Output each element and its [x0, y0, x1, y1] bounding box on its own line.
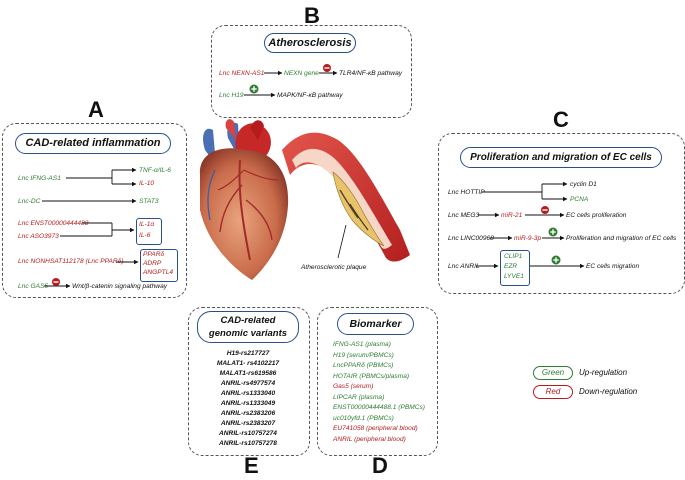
- variant-item: ANRIL-rs1333040: [220, 390, 276, 397]
- variant-item: ANRIL-rs1333049: [220, 400, 276, 407]
- biomarker-item: EU741058 (peripheral blood): [333, 425, 418, 432]
- il6: IL-6: [139, 232, 151, 239]
- legend-down: Down-regulation: [579, 387, 638, 396]
- legend-red-swatch: Red: [533, 385, 573, 399]
- label-a: A: [88, 97, 104, 122]
- plaque-pointer: [337, 224, 347, 259]
- biomarker-item: LIPCAR (plasma): [333, 393, 385, 401]
- lnc-anril: Lnc ANRIL: [448, 263, 480, 270]
- label-e: E: [244, 453, 259, 478]
- lnc-gas5: Lnc GAS5: [18, 283, 49, 290]
- lnc-hottip: Lnc HOTTIP: [448, 189, 485, 196]
- il-box: [136, 218, 162, 245]
- ppard-box: [140, 249, 178, 282]
- biomarker-item: IFNG-AS1 (plasma): [333, 341, 391, 348]
- lnc-dc: Lnc-DC: [18, 198, 41, 205]
- stat3: STAT3: [139, 198, 159, 205]
- nexn-gene: NEXN gene: [284, 70, 319, 77]
- angptl4: ANGPTL4: [143, 269, 174, 276]
- adrp: ADRP: [143, 260, 162, 267]
- legend-up: Up-regulation: [579, 368, 628, 377]
- wnt-pathway: Wnt/β-catenin signaling pathway: [72, 283, 168, 290]
- label-c: C: [553, 107, 569, 132]
- variant-item: ANRIL-rs2383206: [220, 410, 276, 417]
- label-d: D: [372, 453, 388, 478]
- biomarker-item: HOTAIR (PBMCs/plasma): [333, 372, 410, 380]
- panel-a-title: CAD-related inflammation: [15, 133, 171, 154]
- label-b: B: [304, 3, 320, 28]
- variant-item: H19-rs217727: [226, 350, 270, 357]
- variant-item: ANRIL-rs10757278: [219, 440, 277, 447]
- variant-item: MALAT1- rs4102217: [216, 360, 280, 367]
- biomarker-item: uc010yfd.1 (PBMCs): [333, 414, 394, 422]
- clip1: CLIP1: [504, 253, 523, 260]
- prolif-migration-ec: Proliferation and migration of EC cells: [566, 235, 677, 242]
- il1a: IL-1α: [139, 221, 155, 228]
- variant-list: H19-rs217727 MALAT1- rs4102217 MALAT1-rs…: [188, 350, 308, 451]
- panel-b-title: Atherosclerosis: [264, 33, 356, 53]
- mapk-pathway: MAPK/NF-κB pathway: [277, 92, 343, 99]
- lnc-linc00968: Lnc LINC00968: [448, 235, 494, 242]
- pcna: PCNA: [570, 196, 589, 203]
- variant-item: MALAT1-rs619586: [219, 370, 277, 377]
- variant-item: ANRIL-rs10757274: [219, 430, 277, 437]
- artery-illustration: [282, 132, 410, 262]
- ec-proliferation: EC cells proliferation: [566, 212, 627, 219]
- biomarker-list: IFNG-AS1 (plasma) H19 (serum/PBMCs) LncP…: [333, 341, 435, 450]
- biomarker-item: Gas5 (serum): [333, 383, 374, 390]
- variant-item: ANRIL-rs2383207: [220, 420, 276, 427]
- lyve1: LYVE1: [504, 273, 524, 280]
- biomarker-item: LncPPARδ (PBMCs): [333, 362, 394, 369]
- lnc-aso3973: Lnc ASO3973: [18, 233, 59, 240]
- il10: IL-10: [139, 180, 155, 187]
- lnc-enst: Lnc ENST00000444488: [18, 220, 89, 227]
- biomarker-item: ANRIL (peripheral blood): [333, 435, 406, 443]
- plaque-label: Atherosclerotic plaque: [301, 264, 367, 271]
- heart-illustration: [199, 119, 289, 280]
- ezr: EZR: [504, 263, 518, 270]
- ec-migration: EC cells migration: [586, 263, 640, 270]
- tnf-il6: TNF-α/IL-6: [139, 167, 171, 174]
- panel-c-title: Proliferation and migration of EC cells: [460, 147, 662, 168]
- anril-targets-box: [500, 250, 530, 286]
- ppard: PPARδ: [143, 251, 165, 258]
- tlr4-pathway: TLR4/NF-κB pathway: [339, 70, 403, 77]
- panel-e-title-line1: CAD-related: [220, 315, 276, 326]
- panel-e-title-line2: genomic variants: [208, 328, 288, 339]
- mir-9-3p: miR-9-3p: [514, 235, 542, 242]
- biomarker-item: H19 (serum/PBMCs): [333, 351, 394, 359]
- legend-green-swatch: Green: [533, 366, 573, 380]
- variant-item: ANRIL-rs4977574: [220, 380, 276, 387]
- biomarker-item: ENST00000444488.1 (PBMCs): [333, 404, 425, 411]
- lnc-nonhsat: Lnc NONHSAT112178 (Lnc PPARδ): [18, 258, 124, 265]
- lnc-meg3: Lnc MEG3: [448, 212, 480, 219]
- lnc-ifng-as1: Lnc IFNG-AS1: [18, 175, 61, 182]
- lnc-nexn-as1: Lnc NEXN-AS1: [219, 70, 265, 77]
- panel-e-title: CAD-related genomic variants: [197, 311, 299, 343]
- panel-d-title: Biomarker: [337, 313, 414, 335]
- cyclin-d1: cyclin D1: [570, 181, 597, 188]
- mir21: miR-21: [501, 212, 523, 219]
- lnc-h19: Lnc H19: [219, 92, 244, 99]
